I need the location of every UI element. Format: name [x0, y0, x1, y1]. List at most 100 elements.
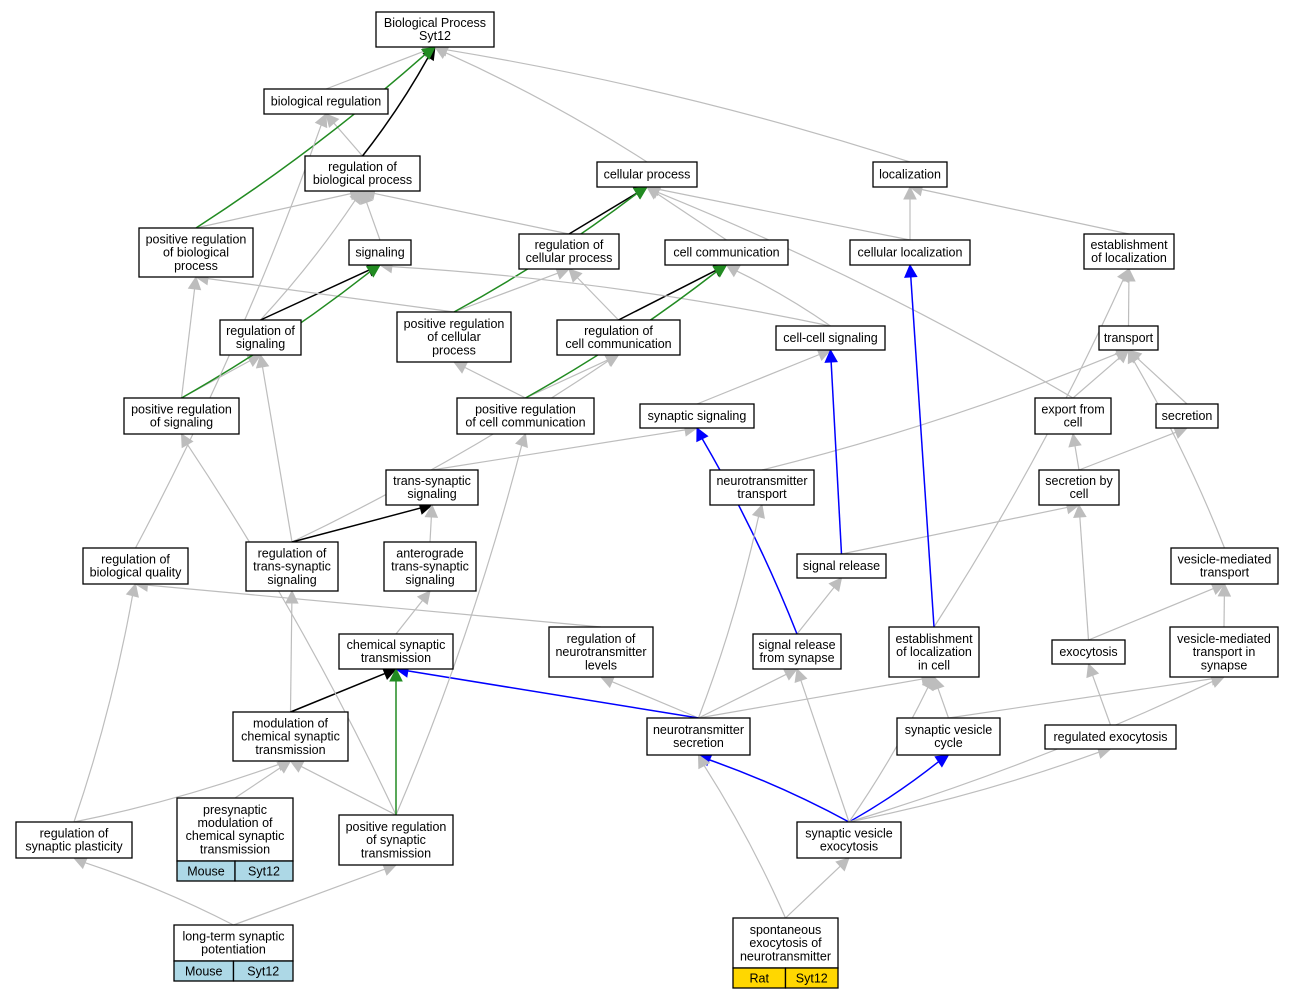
- node-box: [375, 11, 495, 48]
- edge-pos_reg_synaptic_transmission-to-pos_reg_cell_communication: [395, 445, 523, 816]
- edge-localization-to-bp: [446, 49, 911, 163]
- node-label-line: of localization: [896, 645, 972, 659]
- node-box: [1083, 233, 1175, 270]
- node-box: [1044, 724, 1177, 750]
- edge-arrowhead-spontaneous_exocytosis-to-synaptic_vesicle_exocytosis: [835, 857, 850, 872]
- node-label-line: of localization: [1091, 251, 1167, 265]
- node-exocytosis[interactable]: exocytosis: [1051, 639, 1126, 665]
- node-label-line: cycle: [934, 736, 963, 750]
- node-transport[interactable]: transport: [1098, 325, 1159, 351]
- node-label-line: regulation of: [584, 324, 653, 338]
- node-box: [138, 227, 254, 278]
- node-biological-regulation[interactable]: biological regulation: [263, 88, 389, 115]
- node-label-line: synaptic vesicle: [905, 723, 993, 737]
- edge-arrowhead-pos_reg_cell_communication-to-cell_communication: [712, 264, 728, 278]
- edge-reg_neurotransmitter_levels-to-reg_biological_quality: [147, 584, 602, 628]
- node-box: [82, 547, 189, 585]
- edge-ltp-to-pos_reg_synaptic_transmission: [233, 868, 385, 926]
- node-box: [1051, 639, 1126, 665]
- edge-reg_trans_synaptic_signaling-to-reg_cell_communication: [291, 360, 609, 543]
- node-regulated-exocytosis[interactable]: regulated exocytosis: [1044, 724, 1177, 750]
- node-secretion[interactable]: secretion: [1155, 403, 1219, 429]
- node-box: [646, 717, 751, 756]
- node-synaptic-signaling[interactable]: synaptic signaling: [639, 403, 755, 429]
- edge-arrowhead-anterograde_trans_synaptic-to-trans_synaptic_signaling: [424, 503, 439, 518]
- node-box: [456, 397, 595, 435]
- edge-secretion_by_cell-to-secretion: [1078, 431, 1177, 471]
- node-box: [176, 797, 294, 862]
- node-label-line: transport: [737, 487, 787, 501]
- node-label-line: signaling: [407, 487, 456, 501]
- node-label-line: signaling: [267, 573, 316, 587]
- edge-arrowhead-reg_cell_communication-to-reg_cellular_process: [568, 268, 583, 283]
- edge-regulated_exocytosis-to-exocytosis: [1092, 675, 1112, 726]
- node-box: [245, 541, 339, 592]
- node-signal-release[interactable]: signal release: [796, 553, 887, 579]
- node-label-line: biological process: [313, 173, 412, 187]
- edge-signaling-to-regulation_bp: [365, 202, 381, 241]
- annotation-gene: Syt12: [248, 865, 280, 879]
- edge-establishment_localization_in_cell-to-cellular_localization: [910, 276, 935, 628]
- node-label-line: presynaptic: [203, 803, 267, 817]
- edge-arrowhead-pos_reg_bp-to-bp: [420, 46, 436, 60]
- node-cellular-process[interactable]: cellular process: [596, 161, 698, 188]
- node-cellular-localization[interactable]: cellular localization: [849, 239, 971, 266]
- edge-neurotransmitter_secretion-to-chemical_synaptic_transmission: [407, 670, 699, 719]
- edge-arrowhead-cellular_localization-to-localization: [903, 185, 917, 200]
- edge-arrowhead-spontaneous_exocytosis-to-neurotransmitter_secretion: [697, 754, 711, 770]
- node-label-line: vesicle-mediated: [1178, 553, 1272, 567]
- node-cell-cell-signaling[interactable]: cell-cell signaling: [775, 325, 886, 351]
- node-label-line: transport: [1104, 331, 1154, 345]
- node-localization[interactable]: localization: [872, 161, 948, 188]
- node-label-line: signal release: [803, 559, 880, 573]
- node-label-line: signaling: [405, 573, 454, 587]
- node-label-line: signal release: [758, 638, 835, 652]
- node-signaling[interactable]: signaling: [348, 239, 412, 266]
- node-label-line: transmission: [361, 651, 431, 665]
- edge-arrowhead-synaptic_vesicle_exocytosis-to-signal_release_from_synapse: [794, 667, 808, 684]
- edge-neurotransmitter_transport-to-transport: [761, 353, 1118, 471]
- edge-synaptic_vesicle_exocytosis-to-establishment_localization_in_cell: [848, 687, 929, 823]
- edge-arrowhead-establishment_localization_in_cell-to-establishment_localization: [1117, 268, 1130, 284]
- node-label-line: biological quality: [90, 566, 182, 580]
- edge-reg_signaling-to-regulation_bp: [260, 200, 356, 321]
- edge-modulation_chemical_synaptic-to-reg_trans_synaptic_signaling: [289, 602, 293, 713]
- node-cell-communication[interactable]: cell communication: [664, 239, 789, 266]
- node-label-line: of cell communication: [465, 416, 585, 430]
- node-label-line: chemical synaptic: [186, 829, 285, 843]
- edge-arrowhead-chemical_synaptic_transmission-to-anterograde_trans_synaptic: [416, 590, 431, 606]
- node-label-line: spontaneous: [750, 923, 822, 937]
